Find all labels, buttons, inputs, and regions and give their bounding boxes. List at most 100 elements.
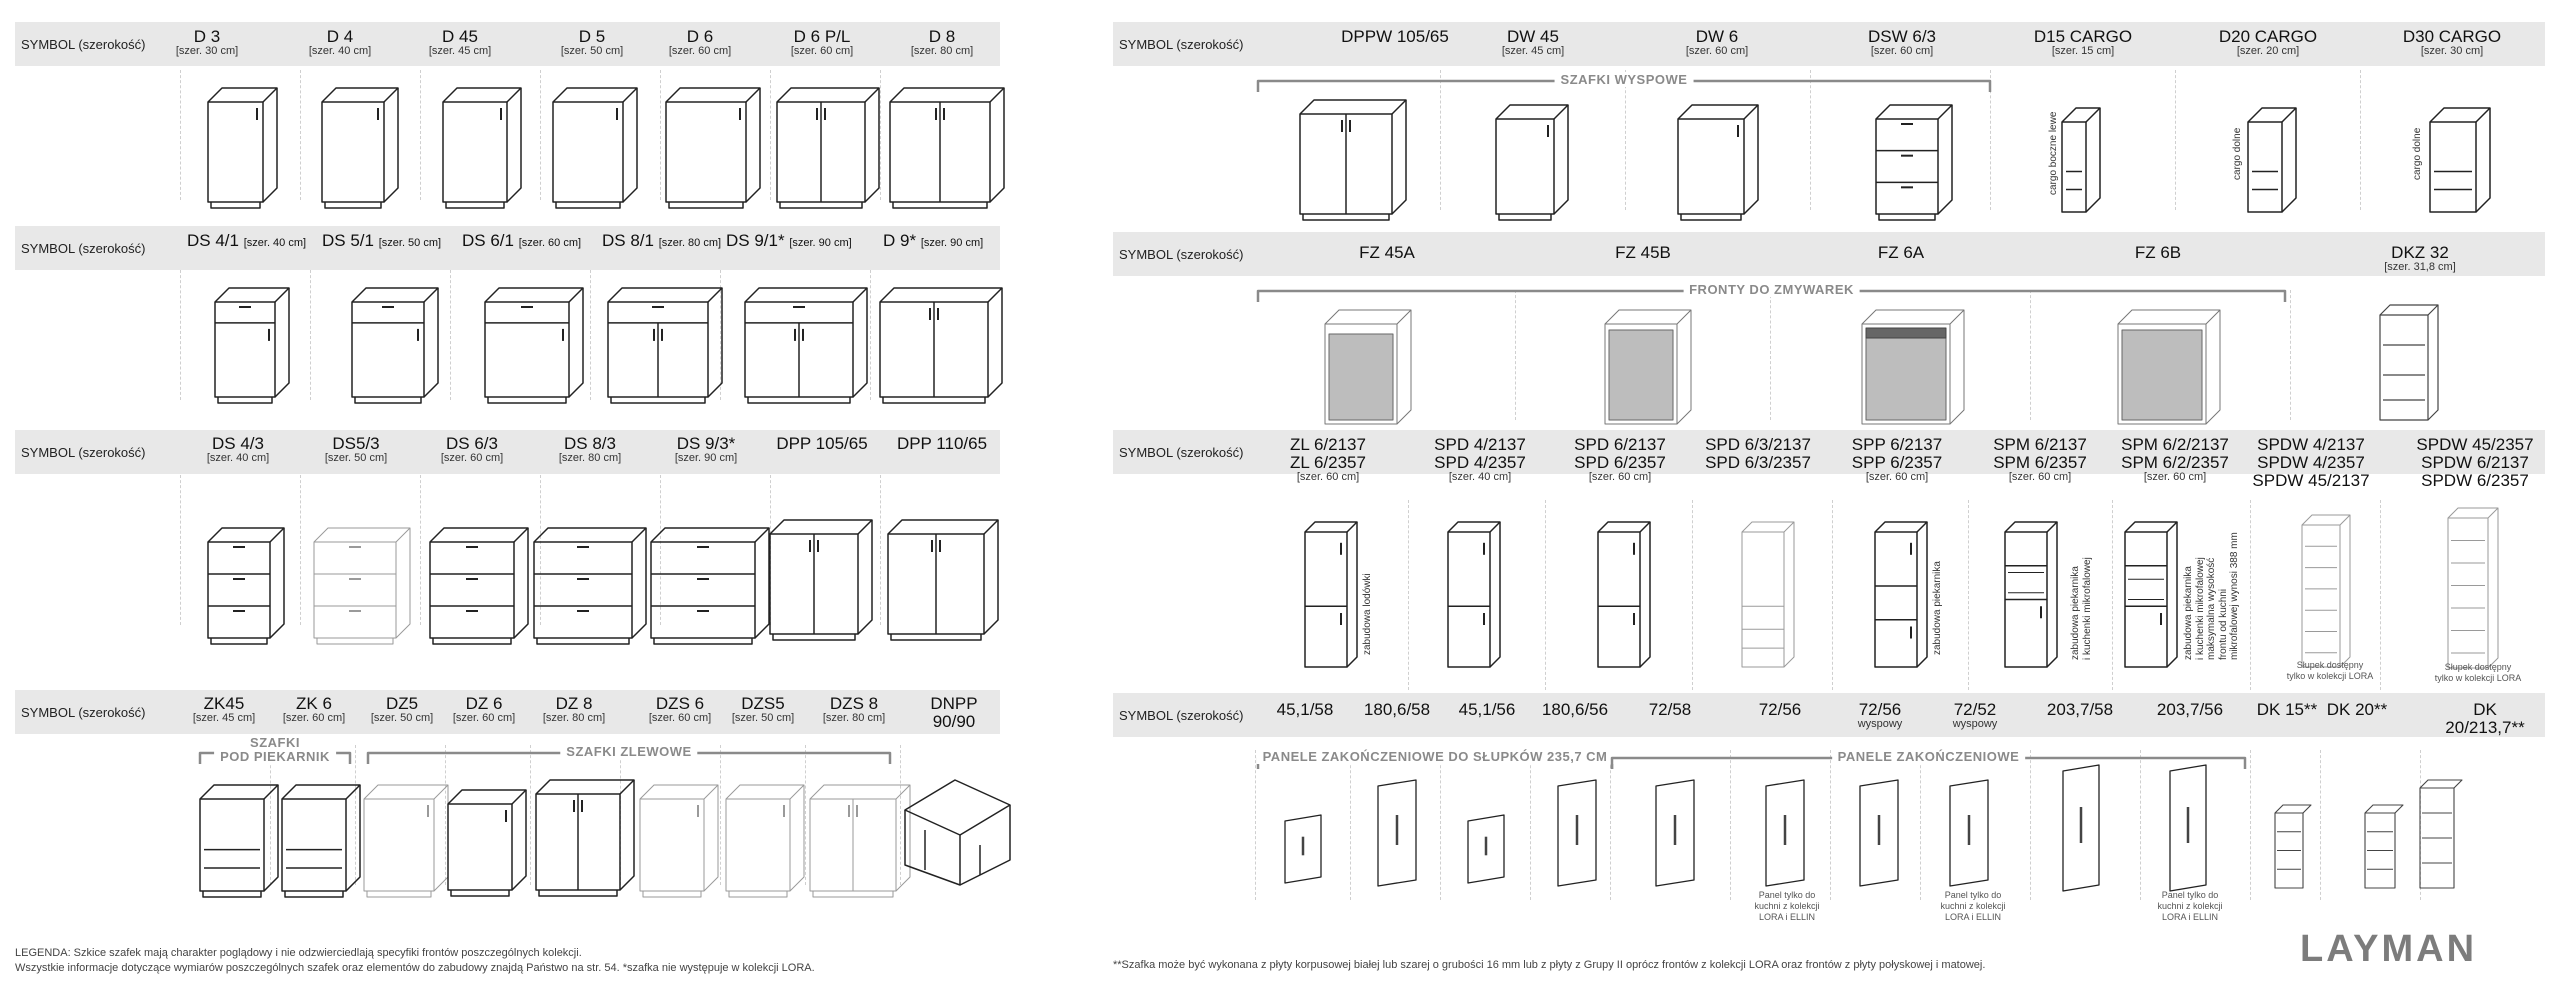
symbol-inline: DS 8/1 [szer. 80 cm] [602,231,721,251]
symbol-code: 180,6/56 [1541,700,1609,719]
column-divider [720,745,721,885]
left-sink-bracket-label: SZAFKI ZLEWOWE [560,744,698,759]
symbol-inline: DS 6/1 [szer. 60 cm] [462,231,581,251]
symbol-code: DPP 105/65 [776,434,868,453]
right-row2-item: FZ 45A [1312,244,1462,262]
column-divider [1515,290,1516,420]
left-row4-item: DZ 8[szer. 80 cm] [529,695,619,724]
symbol-code: DS 9/3* [676,434,736,453]
column-divider [530,745,531,885]
symbol-code: DZ5 [385,694,419,713]
symbol-code: DPPW 105/65 [1341,27,1449,46]
column-divider [1920,750,1921,900]
symbol-code: 45,1/58 [1276,700,1334,719]
symbol-code: DSW 6/3 [1867,27,1937,46]
column-divider [2360,70,2361,210]
column-divider [2175,70,2176,210]
column-divider [2290,290,2291,420]
tall-cabinet-sketch [1597,521,1651,668]
column-divider [1990,70,1991,210]
end-panel-sketch [1557,779,1597,887]
left-row3-item: DPP 105/65 [767,435,877,453]
symbol-code: DZS 6 [655,694,705,713]
right-row1-item: DSW 6/3[szer. 60 cm] [1827,28,1977,57]
symbol-width: [szer. 90 cm] [920,237,984,249]
base-cabinet-sketch [321,87,399,209]
column-divider [2380,500,2381,690]
symbol-width: [szer. 45 cm] [428,44,492,57]
column-divider [180,70,181,200]
symbol-label: SYMBOL (szerokość) [21,36,146,52]
symbol-code: D 45 [442,27,478,46]
column-divider [445,745,446,885]
symbol-code: D15 CARGO [2033,27,2133,46]
left-row1-item: D 6[szer. 60 cm] [645,28,755,57]
left-oven-bracket-label: SZAFKI POD PIEKARNIK [214,735,336,765]
symbol-code: DZS5 [741,694,785,713]
column-divider [880,475,881,625]
tall-cabinet-sketch [2301,514,2351,668]
column-divider [770,70,771,200]
right-row1-item: D20 CARGO[szer. 20 cm] [2193,28,2343,57]
symbol-width: [szer. 60 cm] [1296,470,1360,483]
end-panel-sketch [2062,764,2100,892]
column-divider [1350,750,1351,900]
decor-shelf-sketch [2419,779,2463,889]
symbol-code: DW 45 [1507,27,1559,46]
symbol-width: wyspowy [1952,717,1998,730]
symbol-code: D30 CARGO [2402,27,2502,46]
island-base-cabinet-sketch [1677,104,1759,221]
column-divider [900,745,901,885]
symbol-label: SYMBOL (szerokość) [21,240,146,256]
column-divider [1830,750,1831,900]
dishwasher-front-sketch [1604,309,1692,425]
symbol-code: DPP 110/65 [896,434,988,453]
column-divider [2250,500,2251,690]
right-row4-item: 72/58 [1625,701,1715,719]
right-row3-item: SPD 6/3/2137 SPD 6/3/2357 [1688,436,1828,472]
tall-cabinet-sketch [1874,521,1928,668]
tall-cabinet-sketch [1741,521,1795,668]
left-row3-item: DPP 110/65 [887,435,997,453]
availability-note: Słupek dostępny tylko w kolekcji LORA [2286,660,2374,681]
sink-cabinet-sketch [535,779,635,897]
availability-note: Słupek dostępny tylko w kolekcji LORA [2434,662,2522,683]
symbol-code: DNPP 90/90 [930,694,978,731]
column-divider [2030,290,2031,420]
symbol-code: ZK 6 [296,694,332,713]
island-drawer-cabinet-sketch [1875,104,1953,221]
corner-cabinet-sketch [887,519,999,641]
column-divider [660,70,661,200]
tall-cabinet-sketch [2447,507,2499,669]
right-row1-item: DPPW 105/65 [1320,28,1470,46]
column-divider [870,270,871,400]
legend-line-1: LEGENDA: Szkice szafek mają charakter po… [15,947,582,959]
oven-housing-sketch [199,784,279,898]
symbol-width: [szer. 40 cm] [206,451,270,464]
column-divider [1440,70,1441,210]
column-divider [1545,500,1546,690]
right-row3-item: SPM 6/2137 SPM 6/2357[szer. 60 cm] [1970,436,2110,483]
left-row3-item: DS 6/3[szer. 60 cm] [417,435,527,464]
drawer-cabinet-sketch [207,527,285,645]
symbol-width: [szer. 60 cm] [282,711,346,724]
symbol-code: SPD 4/2137 SPD 4/2357 [1434,435,1526,472]
right-row4-header: SYMBOL (szerokość) [1113,693,2545,737]
drawer-door-cabinet-sketch [214,287,290,404]
symbol-code: DZS 8 [829,694,879,713]
column-divider [450,270,451,400]
symbol-code: DW 6 [1695,27,1739,46]
sink-cabinet-sketch [725,784,805,898]
symbol-code: DS 5/1 [322,231,374,250]
end-panel-sketch [1765,779,1805,887]
availability-note: Panel tylko do kuchni z kolekcji LORA i … [1940,890,2006,922]
end-panel-sketch [1284,814,1322,884]
symbol-width: [szer. 60 cm] [518,237,582,249]
symbol-width: [szer. 80 cm] [658,237,722,249]
left-row1-item: D 45[szer. 45 cm] [405,28,515,57]
symbol-inline: DS 5/1 [szer. 50 cm] [322,231,441,251]
symbol-code: ZK45 [203,694,245,713]
symbol-code: FZ 6B [2134,243,2182,262]
column-divider [880,70,881,200]
